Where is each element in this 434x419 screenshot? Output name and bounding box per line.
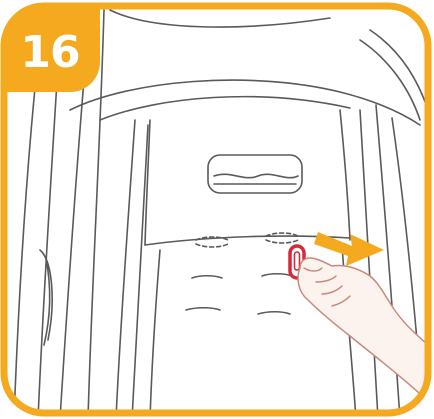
strap-slot-3: [186, 308, 220, 310]
strap-slot-1: [192, 276, 222, 278]
strap-slot-4: [258, 312, 290, 314]
canopy-right-side-2: [370, 30, 428, 110]
canopy-fold: [100, 97, 350, 120]
step-badge: [4, 6, 100, 92]
handle-slot-wave: [214, 174, 298, 177]
strap-slot-2: [262, 274, 292, 276]
seat-back-right-edge: [340, 110, 350, 240]
arrow-right-icon: [314, 232, 384, 266]
hand-icon: [298, 258, 434, 400]
left-frame-tube: [14, 40, 40, 419]
dashed-slot-right-bottom: [266, 240, 298, 243]
right-frame-tube: [360, 110, 378, 419]
left-inner-strut: [116, 120, 135, 419]
dashed-slot-left-bottom: [196, 244, 228, 247]
seat-crease-left: [150, 250, 160, 419]
canopy-top: [110, 10, 330, 27]
left-inner-strut-2: [132, 125, 148, 419]
canopy-lower-edge: [70, 80, 420, 125]
